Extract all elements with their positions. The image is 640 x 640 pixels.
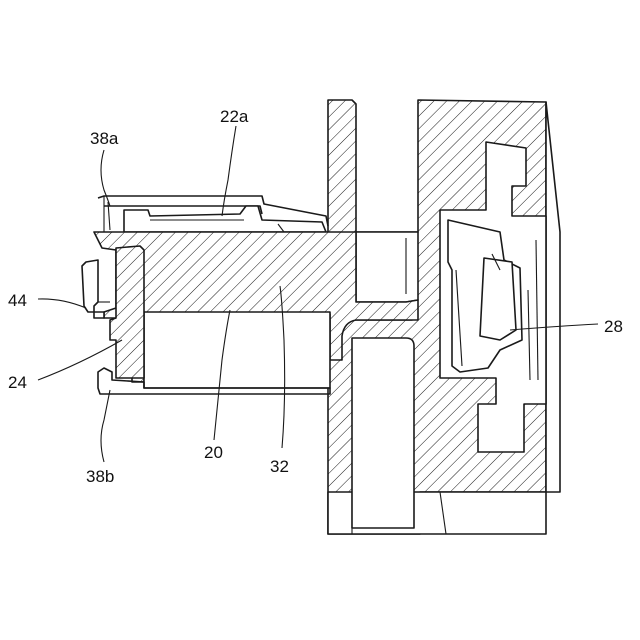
lower-cavity — [352, 338, 414, 528]
housing-side-wall — [546, 102, 560, 492]
leader-22a — [222, 126, 236, 216]
label-22a: 22a — [220, 107, 249, 126]
terminal-contact-28 — [480, 258, 516, 340]
label-28: 28 — [604, 317, 623, 336]
label-38b: 38b — [86, 467, 114, 486]
label-44: 44 — [8, 291, 27, 310]
leader-44 — [38, 299, 86, 308]
upper-cavity — [356, 232, 418, 302]
body-20-channel — [144, 312, 330, 388]
label-20: 20 — [204, 443, 223, 462]
leader-38a — [101, 150, 110, 206]
label-32: 32 — [270, 457, 289, 476]
leader-38b — [101, 390, 110, 462]
label-38a: 38a — [90, 129, 119, 148]
front-bracket-44 — [82, 260, 104, 318]
leader-24 — [38, 340, 122, 380]
label-24: 24 — [8, 373, 27, 392]
